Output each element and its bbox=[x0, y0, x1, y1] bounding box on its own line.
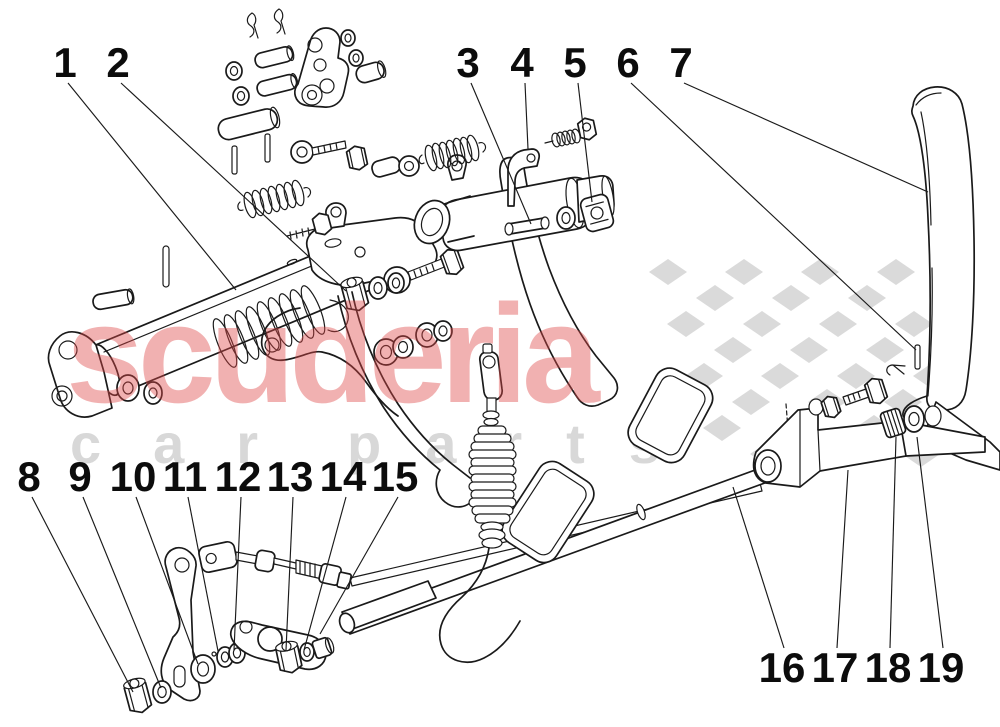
watermark-scuderia-text: scuderia bbox=[66, 275, 601, 432]
callout-18: 18 bbox=[865, 644, 912, 691]
leader-line-5 bbox=[577, 82, 593, 203]
flag-diamond bbox=[649, 259, 687, 285]
flag-diamond bbox=[732, 389, 770, 415]
flag-diamond bbox=[703, 415, 741, 441]
throttle-cable-adjusters bbox=[198, 540, 353, 590]
leader-line-2 bbox=[120, 82, 347, 292]
leader-line-19 bbox=[916, 436, 944, 649]
leader-line-14 bbox=[303, 496, 347, 651]
flag-diamond bbox=[667, 311, 705, 337]
flag-diamond bbox=[895, 311, 933, 337]
flag-diamond bbox=[725, 259, 763, 285]
pins-and-clips-cluster bbox=[92, 8, 487, 311]
callout-9: 9 bbox=[68, 453, 91, 500]
flag-diamond bbox=[848, 285, 886, 311]
callout-6: 6 bbox=[616, 39, 639, 86]
leader-line-13 bbox=[285, 496, 294, 651]
callout-11: 11 bbox=[163, 453, 207, 500]
callout-1: 1 bbox=[53, 39, 76, 86]
accelerator-pivot-pin bbox=[886, 344, 921, 376]
callout-15: 15 bbox=[372, 453, 419, 500]
leader-line-11 bbox=[187, 496, 219, 652]
flag-diamond bbox=[790, 337, 828, 363]
watermark-car-text: car bbox=[70, 412, 310, 475]
callout-19: 19 bbox=[918, 644, 965, 691]
leader-line-10 bbox=[135, 496, 199, 665]
leader-line-4 bbox=[524, 82, 529, 150]
flag-diamond bbox=[772, 285, 810, 311]
leader-line-3 bbox=[470, 82, 532, 225]
leader-line-12 bbox=[233, 496, 242, 651]
callout-17: 17 bbox=[812, 644, 859, 691]
pedal-support-casting bbox=[286, 202, 465, 366]
flag-diamond bbox=[761, 363, 799, 389]
callout-13: 13 bbox=[267, 453, 314, 500]
flag-diamond bbox=[877, 259, 915, 285]
callout-2: 2 bbox=[106, 39, 129, 86]
pedal-mount-bracket bbox=[752, 377, 986, 488]
callout-5: 5 bbox=[563, 39, 586, 86]
leader-line-9 bbox=[82, 496, 162, 689]
flag-diamond bbox=[819, 311, 857, 337]
pivot-nut-and-washers bbox=[123, 642, 246, 714]
callout-3: 3 bbox=[456, 39, 479, 86]
flag-diamond bbox=[837, 363, 875, 389]
upper-return-spring bbox=[237, 179, 312, 219]
flag-diamond bbox=[866, 337, 904, 363]
leader-line-1 bbox=[67, 82, 237, 291]
callout-12: 12 bbox=[215, 453, 262, 500]
clutch-pedal bbox=[337, 291, 595, 564]
callout-7: 7 bbox=[669, 39, 692, 86]
leader-line-15 bbox=[319, 496, 399, 635]
callout-4: 4 bbox=[510, 39, 534, 86]
bell-crank-lever bbox=[230, 620, 335, 674]
callout-14: 14 bbox=[320, 453, 367, 500]
master-cylinder bbox=[413, 117, 615, 252]
leader-line-18 bbox=[889, 436, 897, 649]
pivot-shaft bbox=[47, 233, 386, 418]
pedal-return-spring bbox=[212, 285, 349, 368]
callout-10: 10 bbox=[110, 453, 157, 500]
leader-line-7 bbox=[683, 82, 929, 193]
leader-line-8 bbox=[31, 496, 134, 693]
flag-diamond bbox=[714, 337, 752, 363]
callout-8: 8 bbox=[17, 453, 40, 500]
leader-line-17 bbox=[836, 469, 849, 649]
clutch-pushrod-boot bbox=[438, 343, 521, 663]
leader-line-16 bbox=[732, 486, 785, 649]
flag-diamond bbox=[696, 285, 734, 311]
flag-diamond bbox=[801, 259, 839, 285]
flag-diamond bbox=[743, 311, 781, 337]
cable-support-bracket bbox=[160, 546, 201, 702]
leader-line-6 bbox=[630, 82, 917, 351]
callout-16: 16 bbox=[759, 644, 806, 691]
clutch-hose bbox=[260, 307, 399, 417]
